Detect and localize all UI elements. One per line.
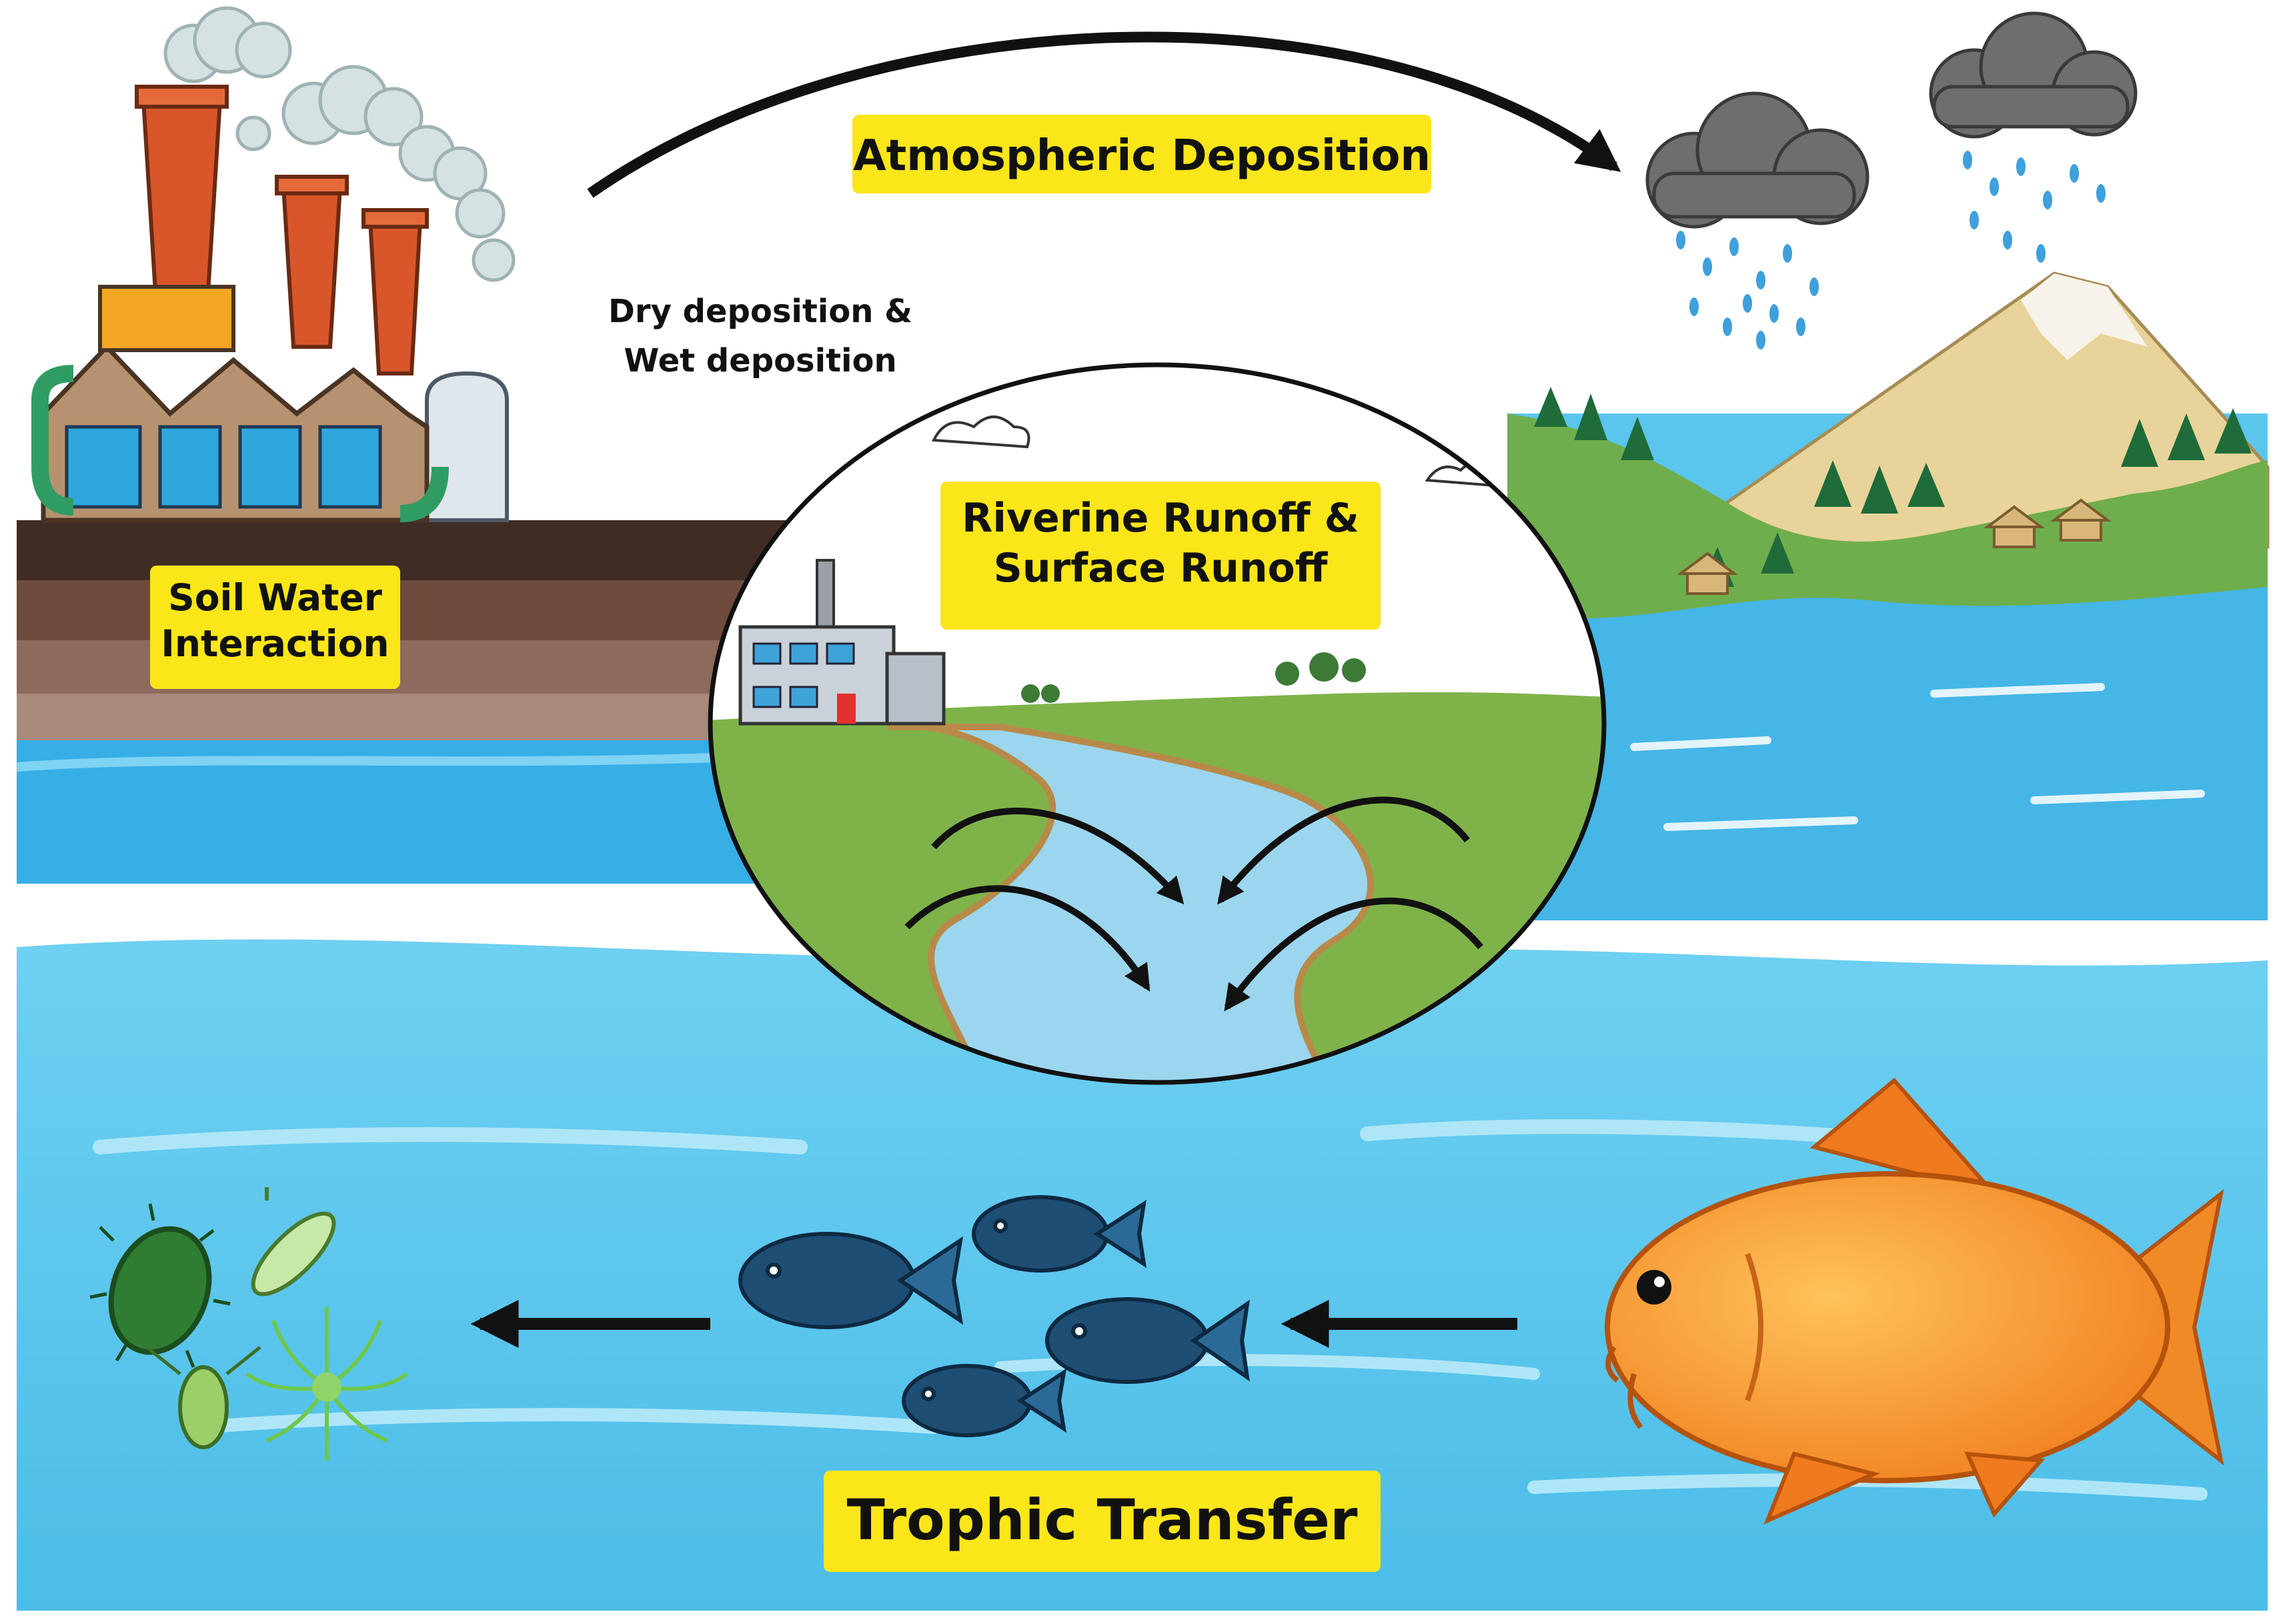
factory-icon	[31, 6, 516, 523]
interaction-text: Interaction	[161, 622, 390, 665]
wet-deposition-text: Wet deposition	[624, 342, 897, 380]
riverine-runoff-text: Riverine Runoff &	[962, 495, 1359, 542]
small-factory-icon	[738, 559, 946, 726]
small-fish-icon	[738, 1195, 1250, 1437]
surface-runoff-text: Surface Runoff	[993, 545, 1328, 592]
dry-wet-deposition-label: Dry deposition & Wet deposition	[574, 287, 947, 386]
soil-water-text: Soil Water	[168, 576, 382, 619]
goldfish-icon	[1605, 1077, 2224, 1525]
mountain-lake-scene	[1507, 271, 2270, 920]
trophic-transfer-label: Trophic Transfer	[824, 1471, 1381, 1572]
plankton-icon	[89, 1187, 408, 1461]
runoff-label: Riverine Runoff & Surface Runoff	[940, 482, 1381, 630]
atmospheric-arrow-icon	[587, 31, 1621, 198]
rain-cloud-icon	[1645, 11, 2138, 349]
soil-layers	[16, 520, 817, 884]
dry-deposition-text: Dry deposition &	[608, 293, 912, 330]
atmospheric-deposition-label: Atmospheric Deposition	[852, 115, 1431, 193]
smoke-icon	[163, 6, 516, 282]
soil-water-interaction-label: Soil Water Interaction	[150, 566, 400, 689]
